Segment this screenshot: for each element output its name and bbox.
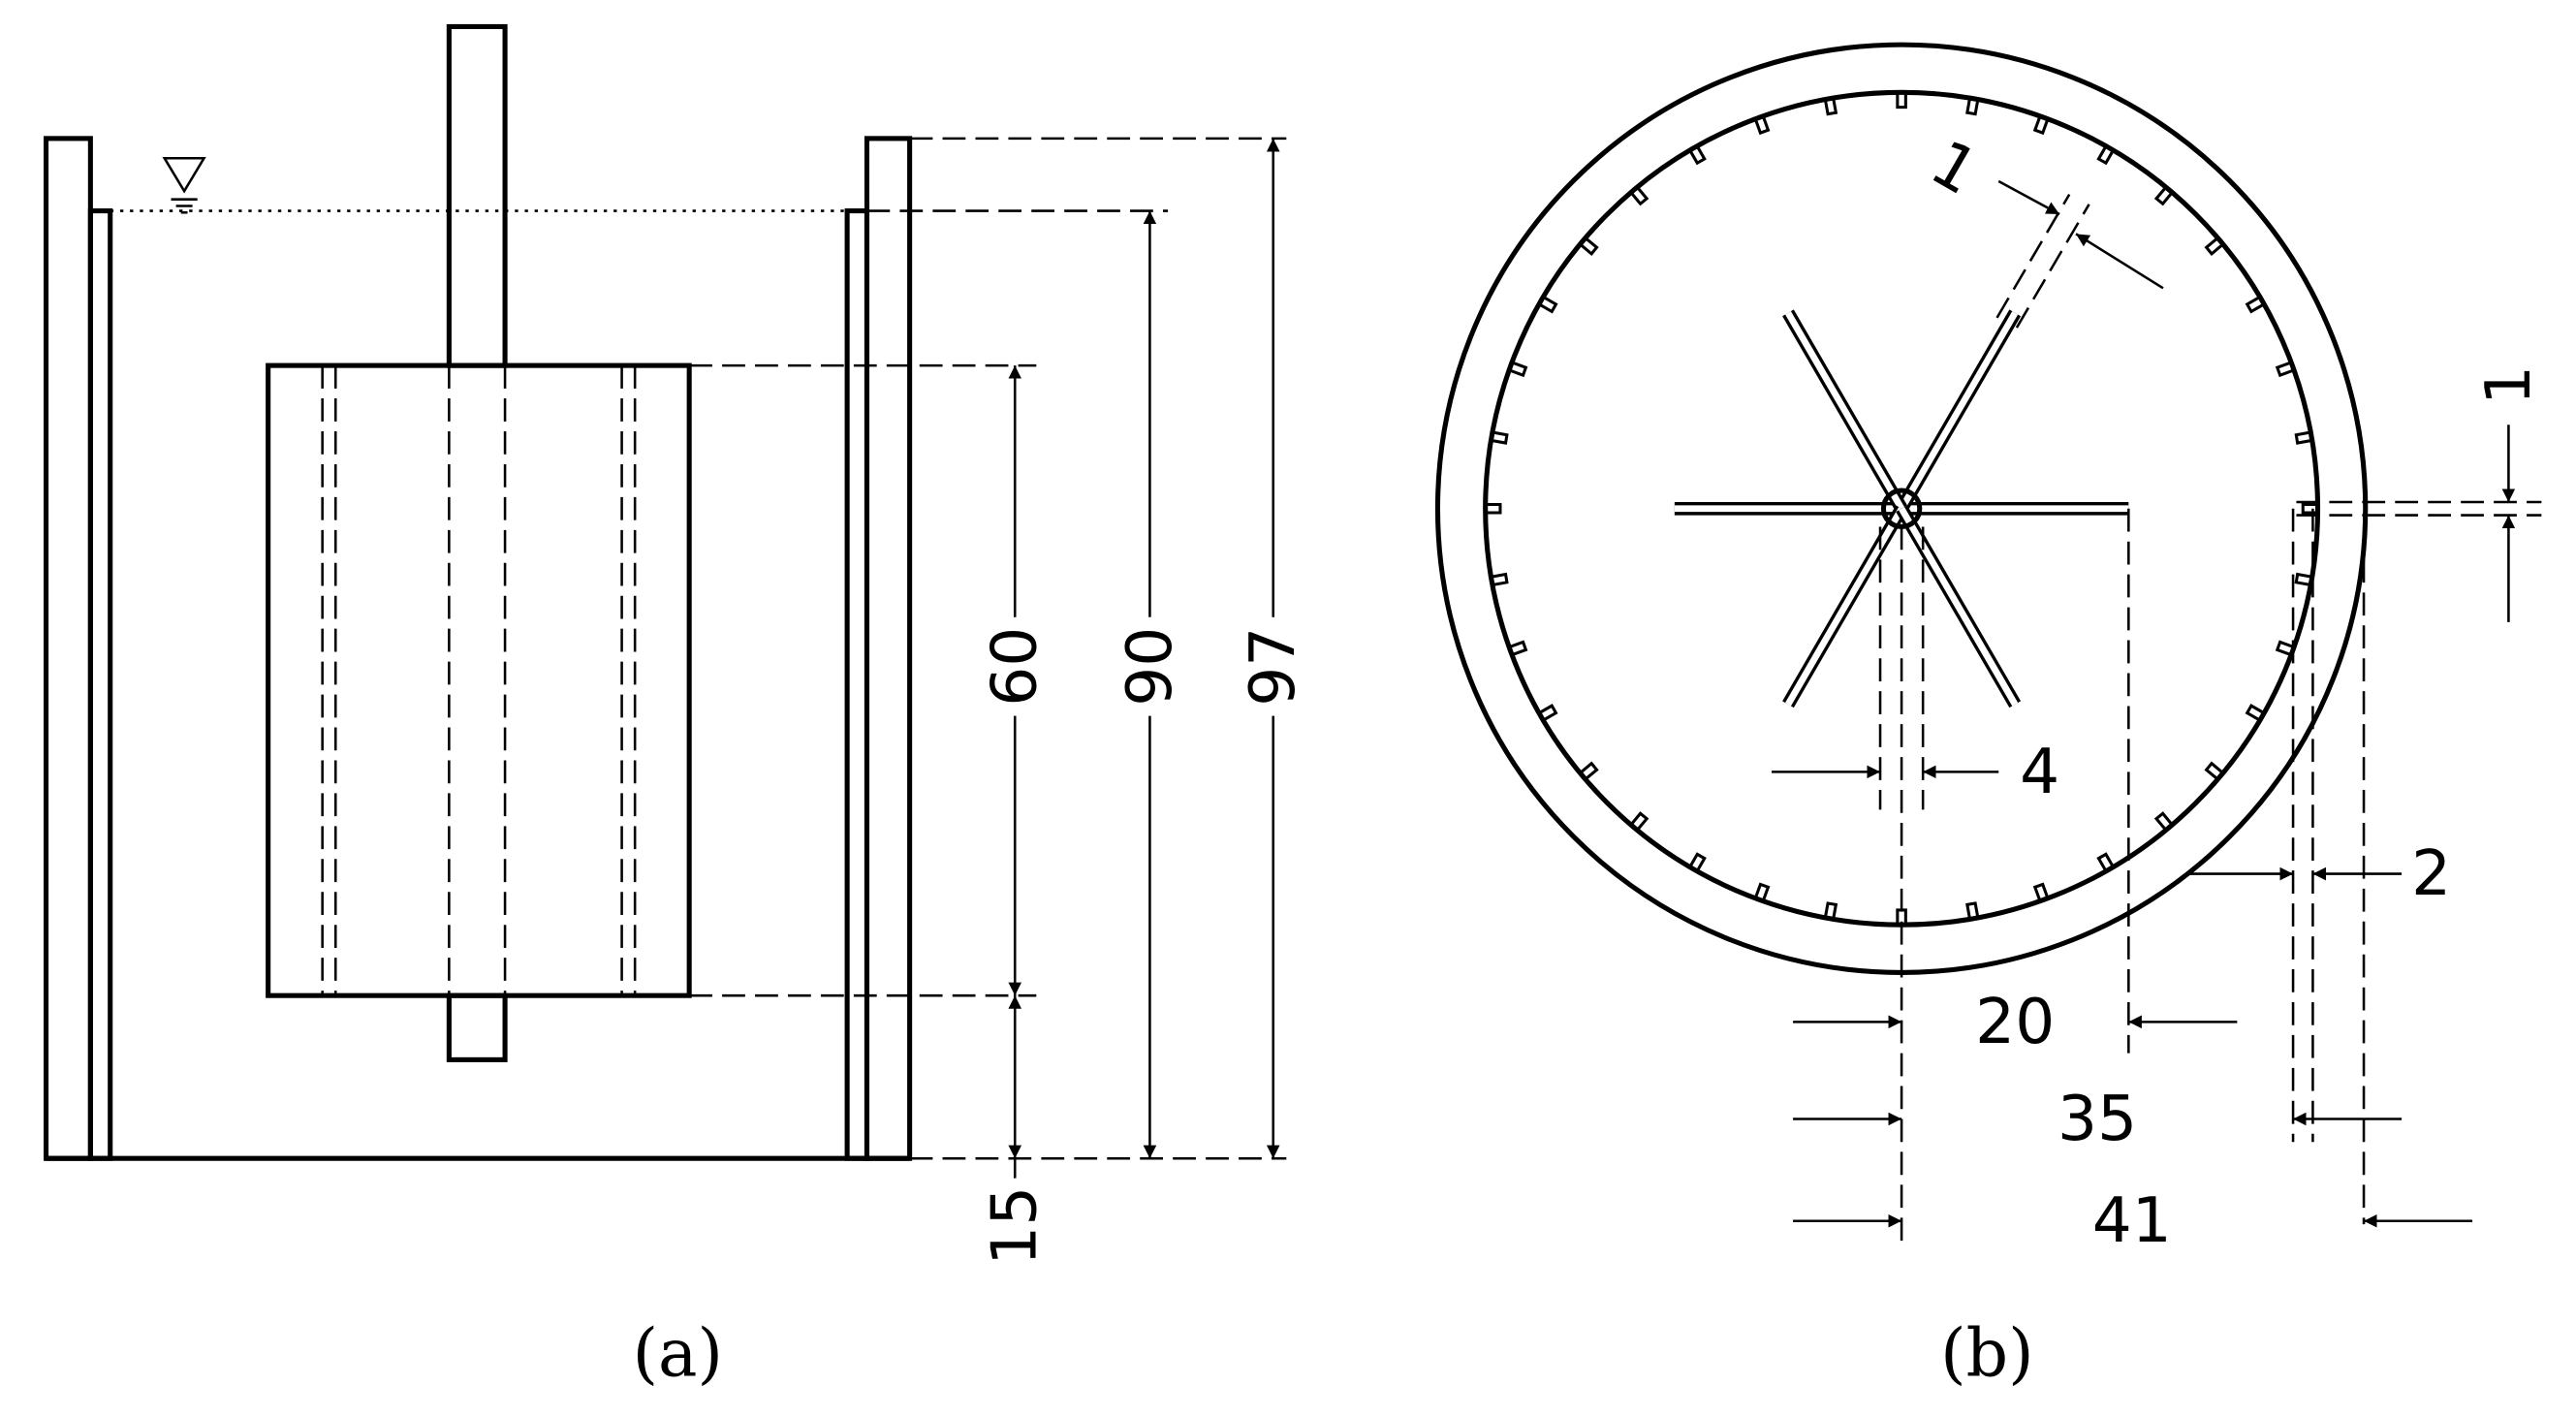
baffle-slot (2096, 852, 2115, 872)
dimension-label-90: 90 (1114, 627, 1186, 707)
panel-a-side-view: 60 90 97 15 (a) (43, 23, 1309, 1392)
baffle-slot (2301, 503, 2318, 515)
dimension-label-20: 20 (1975, 986, 2055, 1058)
baffle-slot (1579, 761, 1599, 781)
panel-b-caption: (b) (1940, 1315, 2033, 1392)
baffle-slot (1538, 704, 1558, 722)
baffle-slot (2294, 572, 2313, 587)
dimension-90: 90 (1114, 210, 1186, 1159)
dimension-1-baffle: 1 (2472, 365, 2545, 622)
baffle-slot (1753, 882, 1771, 902)
tank-left-wall (43, 136, 113, 1161)
baffle-slot (2096, 144, 2115, 166)
dimension-97: 97 (1237, 138, 1309, 1159)
dimension-label-1-blade: 1 (1919, 127, 1990, 209)
baffle-slot (1688, 852, 1707, 872)
dimension-20: 20 (1793, 986, 2238, 1058)
dimension-label-2: 2 (2411, 837, 2451, 910)
dimension-label-15: 15 (979, 1186, 1052, 1266)
tank-right-wall (844, 136, 913, 1161)
baffle-slot (1823, 97, 1838, 116)
panel-b-top-view: 1 1 4 2 20 35 (1434, 42, 2545, 1392)
baffle-slot (1491, 430, 1509, 445)
baffle-slot (1491, 572, 1509, 587)
dimension-41: 41 (1793, 1184, 2473, 1257)
baffle-slot (1629, 186, 1649, 206)
dimension-15: 15 (979, 995, 1052, 1266)
dimension-4: 4 (1772, 736, 2059, 808)
baffle-slot (1965, 901, 1980, 920)
baffle-slot (1485, 503, 1502, 515)
baffle-slot (2153, 186, 2174, 206)
baffle-slot (1508, 361, 1528, 378)
baffle-slot (1823, 901, 1838, 920)
dimension-label-41: 41 (2092, 1184, 2172, 1257)
shaft-lower (446, 992, 508, 1062)
panel-b-extension-lines (1878, 193, 2542, 1251)
baffle-slot (2204, 761, 2224, 781)
baffle-slot (1508, 640, 1528, 657)
baffle-slot (1579, 236, 1599, 257)
baffle-slot (1896, 92, 1907, 110)
baffle-slot (1629, 811, 1649, 832)
baffle-slot (2245, 296, 2265, 314)
dimension-label-97: 97 (1237, 627, 1309, 707)
impeller-body (266, 362, 692, 998)
panel-a-caption: (a) (633, 1315, 723, 1392)
baffle-slot (2275, 361, 2295, 378)
baffle-slot (1688, 144, 1707, 166)
dimension-35: 35 (1793, 1083, 2403, 1155)
dimension-label-35: 35 (2058, 1083, 2137, 1155)
baffle-slot (2032, 115, 2050, 136)
water-level-symbol (162, 156, 206, 214)
baffle-slot (2275, 640, 2295, 657)
baffle-slot (1538, 296, 1558, 314)
dimension-60: 60 (979, 365, 1052, 996)
impeller-blades (1674, 309, 2129, 708)
baffle-slots (1485, 92, 2318, 926)
dimension-label-1-baffle: 1 (2472, 365, 2545, 405)
impeller-hidden-lines (321, 365, 637, 996)
shaft-upper (446, 23, 508, 368)
dimension-1-blade: 1 (1919, 127, 2164, 290)
dimension-label-60: 60 (979, 627, 1052, 707)
baffle-slot (2294, 430, 2313, 445)
dimension-label-4: 4 (2020, 736, 2059, 808)
baffle-slot (2204, 236, 2224, 257)
baffle-slot (2032, 882, 2050, 902)
baffle-slot (2153, 811, 2174, 832)
dimension-2: 2 (2187, 837, 2451, 910)
dimension-extension-lines (689, 137, 1287, 1160)
baffle-slot (1753, 115, 1771, 136)
baffle-slot (2245, 704, 2265, 722)
baffle-slot (1965, 97, 1980, 116)
